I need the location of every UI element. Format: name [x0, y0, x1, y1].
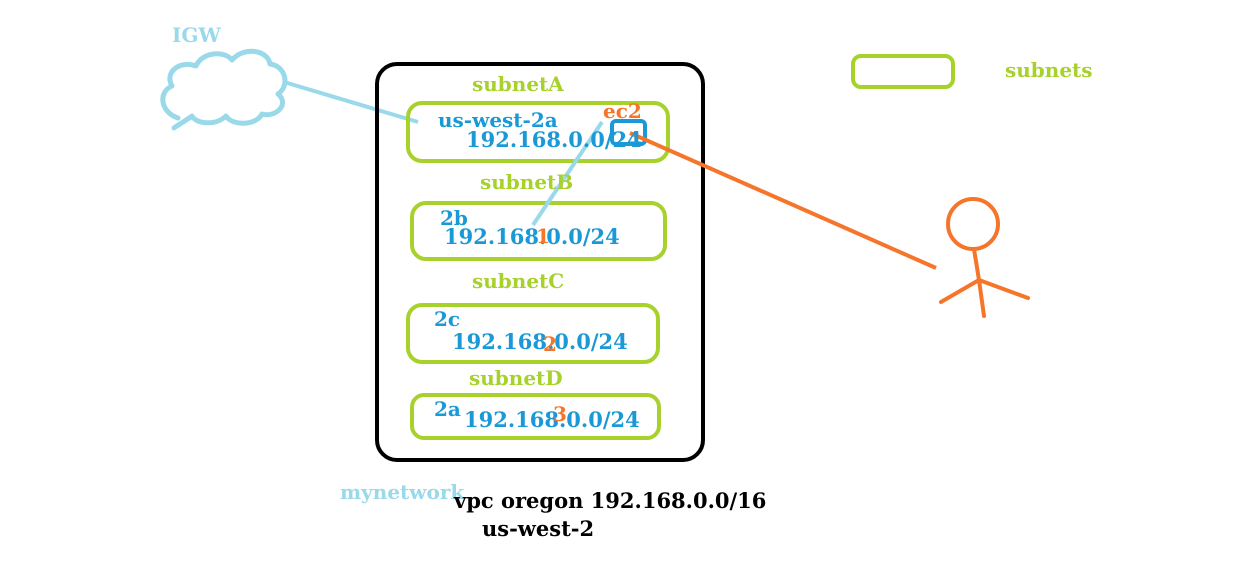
- subnet-c-box: [406, 303, 660, 364]
- subnet-d-digit: 3: [553, 402, 567, 426]
- subnet-c-az: 2c: [434, 307, 461, 331]
- subnet-a-name: subnetA: [472, 72, 564, 96]
- user-figure-icon: [939, 197, 1030, 318]
- ec2-label: ec2: [603, 99, 642, 123]
- igw-link-line: [283, 80, 419, 124]
- igw-label: IGW: [172, 23, 221, 47]
- subnet-b-box: [410, 201, 667, 261]
- vpc-title: vpc oregon 192.168.0.0/16: [454, 488, 767, 513]
- subnet-b-name: subnetB: [480, 170, 574, 194]
- vpc-box: [375, 62, 705, 462]
- subnet-c-digit: 2: [543, 332, 557, 356]
- legend-subnets-label: subnets: [1005, 58, 1093, 82]
- subnet-b-cidr: 192.168.0.0/24: [444, 224, 620, 249]
- user-link-line: [629, 131, 937, 270]
- subnet-b-digit: 1: [536, 224, 550, 248]
- ec2-instance-icon: [610, 119, 647, 146]
- subnet-c-cidr: 192.168.0.0/24: [452, 329, 628, 354]
- vpc-region: us-west-2: [482, 516, 595, 541]
- subnet-a-box: [406, 101, 670, 163]
- subnet-d-name: subnetD: [469, 366, 563, 390]
- subnet-d-az: 2a: [434, 397, 461, 421]
- subnet-d-cidr: 192.168.0.0/24: [464, 407, 640, 432]
- subnet-a-az: us-west-2a: [438, 108, 558, 132]
- subnet-d-box: [410, 393, 661, 440]
- subnet-link-line: [531, 120, 604, 227]
- subnet-b-az: 2b: [440, 206, 468, 230]
- subnet-a-cidr: 192.168.0.0/24: [466, 127, 642, 152]
- subnet-c-name: subnetC: [472, 269, 565, 293]
- network-label: mynetwork: [340, 480, 465, 504]
- igw-cloud-icon: [160, 48, 288, 131]
- legend-subnet-box: [851, 54, 955, 89]
